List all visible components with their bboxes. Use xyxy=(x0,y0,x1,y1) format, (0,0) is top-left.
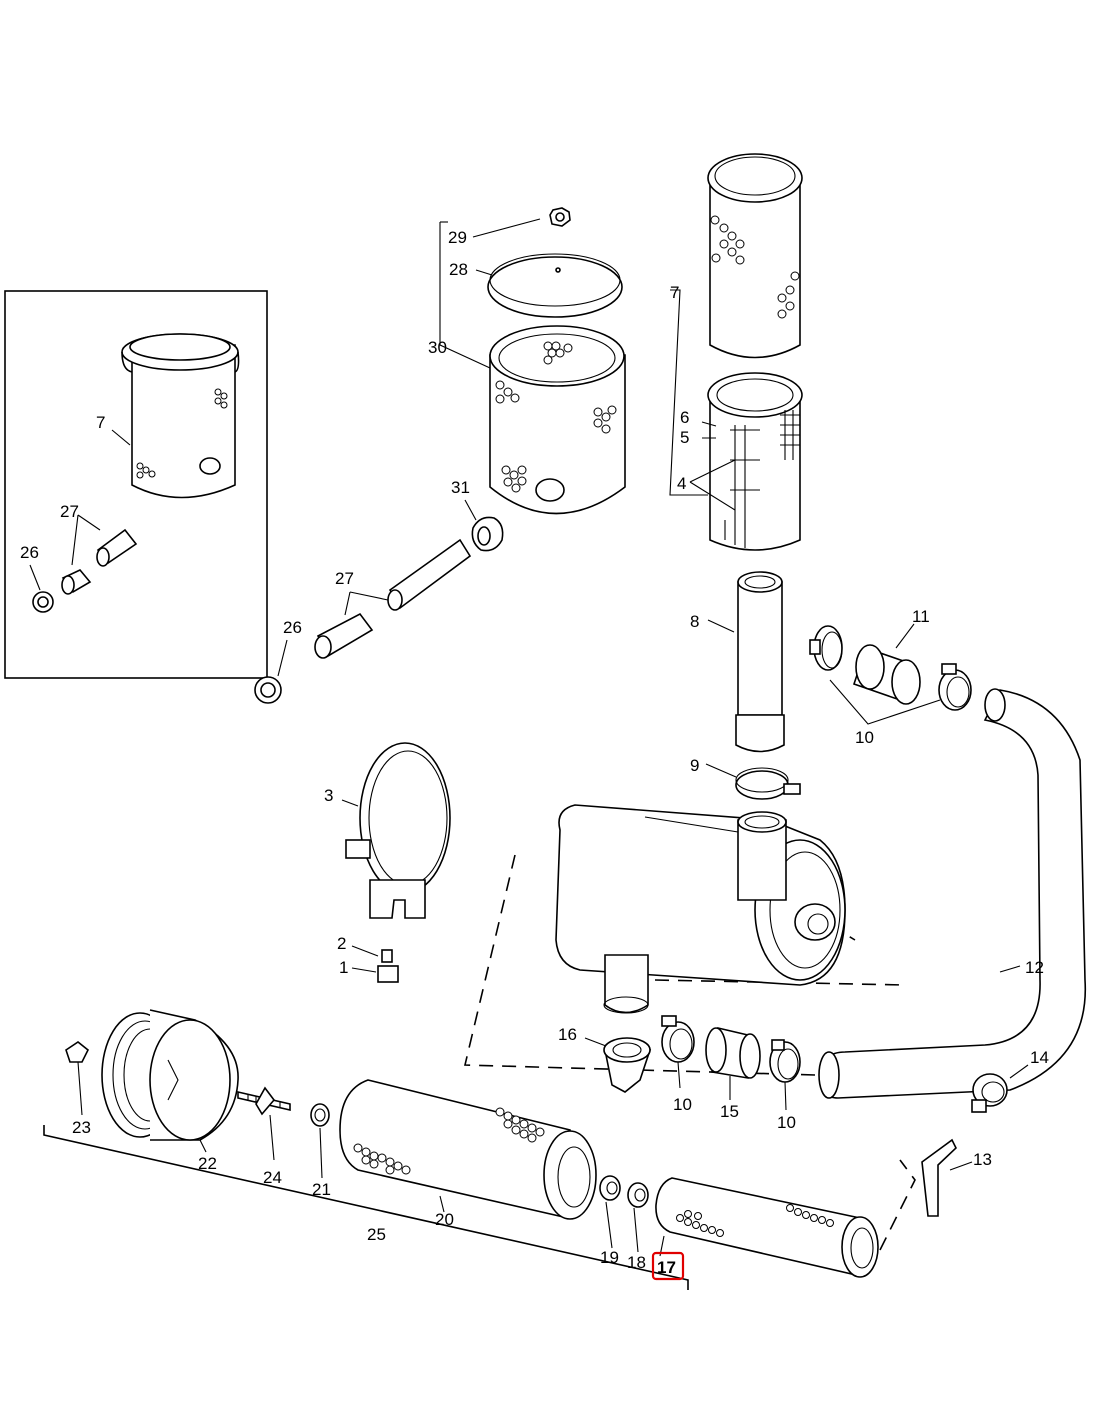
inset-hose-clamp xyxy=(32,591,54,613)
label-30: 30 xyxy=(428,338,447,357)
secondary-grid xyxy=(724,410,800,548)
dust-valve-part-16 xyxy=(584,1037,652,1093)
hose-fitting-part-11 xyxy=(852,623,921,705)
label-8: 8 xyxy=(690,612,699,631)
safety-element-perforations xyxy=(676,1204,834,1237)
label-7b: 7 xyxy=(670,283,679,302)
label-16: 16 xyxy=(558,1025,577,1044)
washer-part-21 xyxy=(310,1103,330,1179)
end-cap-part-22 xyxy=(101,1009,239,1153)
outlet-tube-part-8 xyxy=(707,571,785,753)
bowl-perforations xyxy=(495,341,617,493)
mounting-band-part-3 xyxy=(341,742,451,919)
label-31: 31 xyxy=(451,478,470,497)
label-19: 19 xyxy=(600,1248,619,1267)
label-13: 13 xyxy=(973,1150,992,1169)
air-cleaner-housing xyxy=(463,804,906,1076)
adapter-part-15 xyxy=(705,1027,761,1100)
label-5: 5 xyxy=(680,428,689,447)
precleaner-bowl-assembly xyxy=(439,207,626,515)
label-27b: 27 xyxy=(335,569,354,588)
bolt-part-2 xyxy=(381,949,393,963)
label-21: 21 xyxy=(312,1180,331,1199)
bracket-part-13 xyxy=(921,1138,973,1217)
inset-filter-element xyxy=(121,333,240,499)
label-3: 3 xyxy=(324,786,333,805)
wing-nut-part-23 xyxy=(65,1041,90,1116)
label-11: 11 xyxy=(912,607,930,626)
label-17: 17 xyxy=(657,1258,676,1277)
bowl-cover-part-28 xyxy=(487,253,623,318)
clamp-part-10-b xyxy=(938,663,972,711)
clamp-part-10-d xyxy=(769,1039,801,1111)
label-26a: 26 xyxy=(20,543,39,562)
nut-part-1 xyxy=(351,945,399,983)
label-10a: 10 xyxy=(855,728,874,747)
label-29: 29 xyxy=(448,228,467,247)
clamp-part-26 xyxy=(254,676,282,704)
clamp-part-9 xyxy=(705,763,801,800)
label-7a: 7 xyxy=(96,413,105,432)
label-15: 15 xyxy=(720,1102,739,1121)
highlight-box-part-17 xyxy=(651,1251,685,1281)
label-20: 20 xyxy=(435,1210,454,1229)
label-23: 23 xyxy=(72,1118,91,1137)
wing-nut-part-29 xyxy=(549,207,571,227)
clamp-part-10-a xyxy=(809,625,843,671)
label-10c: 10 xyxy=(777,1113,796,1132)
primary-element-part-20 xyxy=(339,1079,597,1220)
label-24: 24 xyxy=(263,1168,282,1187)
label-28: 28 xyxy=(449,260,468,279)
label-9: 9 xyxy=(690,756,699,775)
inset-panel xyxy=(4,290,268,679)
bowl-part-30 xyxy=(489,325,626,515)
rod-part-24 xyxy=(237,1086,291,1161)
clamp-part-14 xyxy=(971,1064,1029,1113)
inset-perforations xyxy=(136,388,228,479)
air-hose-part-12 xyxy=(818,688,1087,1099)
valve-part-31 xyxy=(471,516,504,552)
label-6: 6 xyxy=(680,408,689,427)
secondary-filter-element xyxy=(669,289,803,551)
nut-part-18 xyxy=(627,1182,649,1253)
label-22: 22 xyxy=(198,1154,217,1173)
element-perforations xyxy=(710,215,800,319)
label-18: 18 xyxy=(627,1253,646,1272)
label-25: 25 xyxy=(367,1225,386,1244)
label-4: 4 xyxy=(677,474,686,493)
callout-labels: 29 28 30 31 27 26 7 27 26 7 6 5 4 8 11 1… xyxy=(20,228,1049,1277)
safety-element-part-17 xyxy=(655,1177,879,1278)
label-10b: 10 xyxy=(673,1095,692,1114)
label-12: 12 xyxy=(1025,958,1044,977)
nut-part-19 xyxy=(599,1175,621,1249)
label-2: 2 xyxy=(337,934,346,953)
clamp-part-10-c xyxy=(661,1015,695,1089)
label-1: 1 xyxy=(339,958,348,977)
label-27a: 27 xyxy=(60,502,79,521)
label-14: 14 xyxy=(1030,1048,1049,1067)
primary-filter-element xyxy=(707,153,803,359)
vacuator-valve-assembly xyxy=(254,499,504,704)
inset-vacuator-valves xyxy=(61,528,138,595)
valve-spring-part-27 xyxy=(314,538,472,659)
label-26b: 26 xyxy=(283,618,302,637)
primary-element-perforations xyxy=(353,1107,545,1175)
